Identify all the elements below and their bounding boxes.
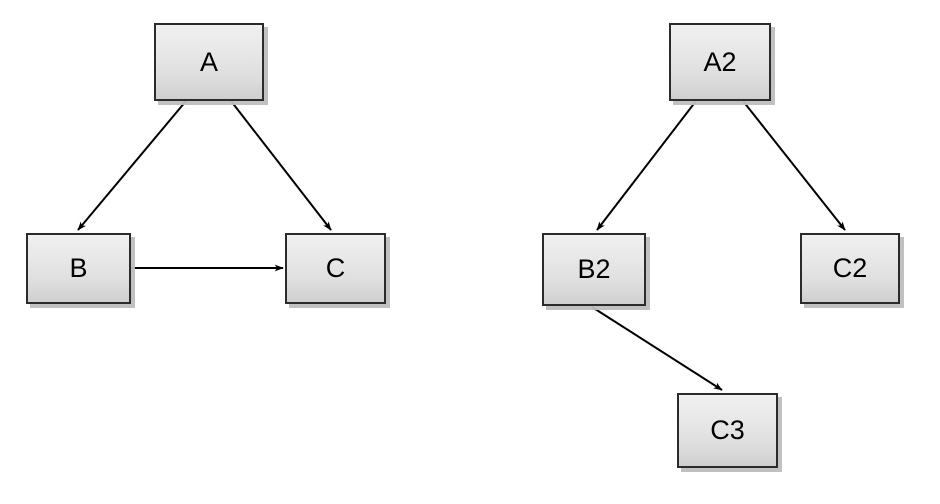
node-c3-label: C3 [710, 415, 745, 445]
node-c2[interactable]: C2 [800, 233, 900, 304]
node-c3[interactable]: C3 [677, 393, 778, 468]
node-a2[interactable]: A2 [669, 23, 771, 101]
edge-a2-to-b2 [596, 100, 697, 231]
node-b-label: B [69, 253, 88, 283]
edge-b2-to-c3 [591, 306, 723, 391]
node-c2-label: C2 [832, 253, 868, 283]
edge-a-to-b [77, 100, 187, 231]
node-b2[interactable]: B2 [542, 233, 646, 306]
node-c[interactable]: C [285, 233, 386, 304]
node-a[interactable]: A [154, 23, 264, 101]
node-a2-label: A2 [703, 46, 737, 77]
node-a-label: A [199, 46, 218, 77]
node-c-label: C [325, 253, 346, 283]
edge-a-to-c [230, 100, 332, 231]
node-b2-label: B2 [577, 254, 611, 284]
edge-a2-to-c2 [742, 100, 846, 231]
node-b[interactable]: B [26, 233, 131, 304]
